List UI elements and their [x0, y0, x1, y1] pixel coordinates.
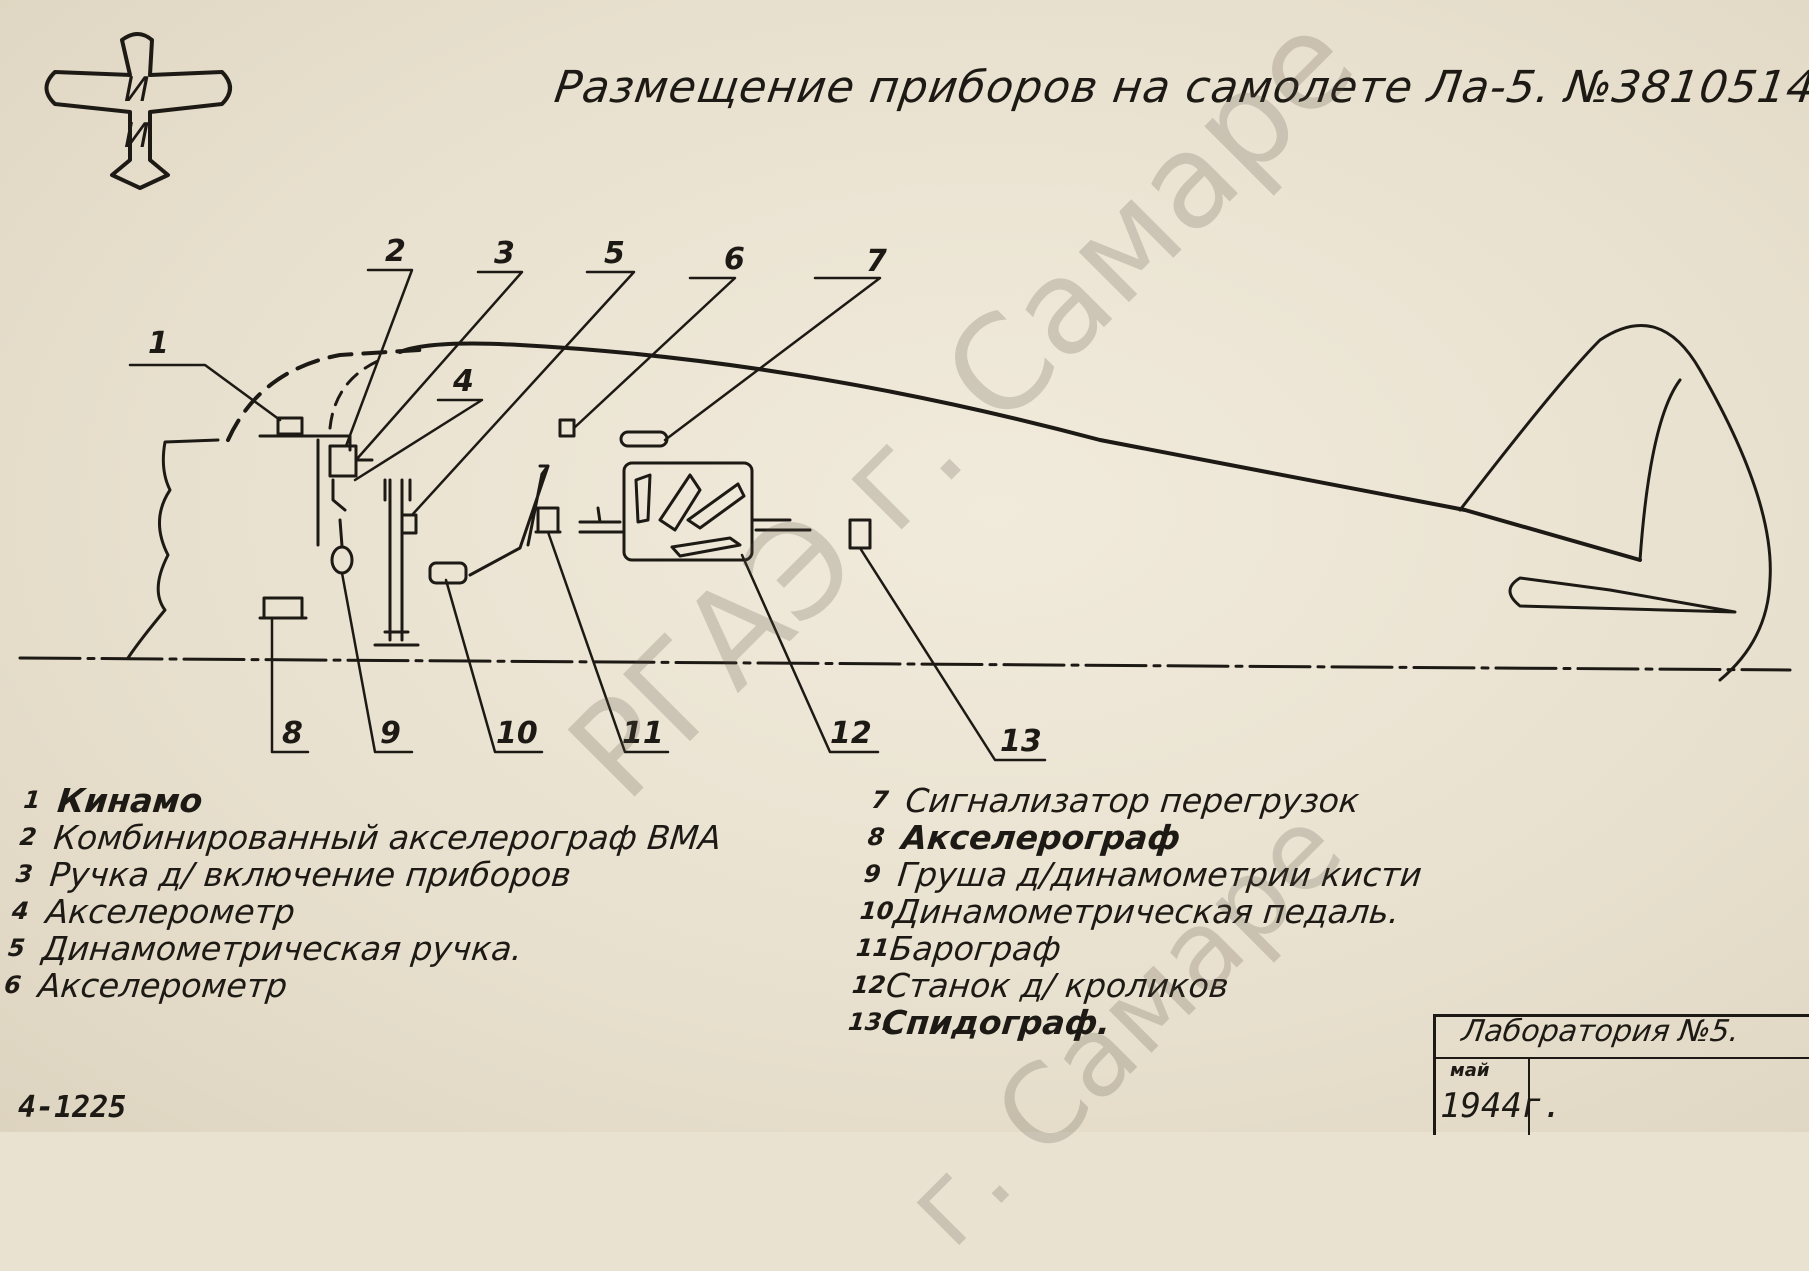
callout-10: 10	[496, 716, 538, 751]
pear-instrument	[330, 545, 354, 575]
tail-stabilizer	[1508, 576, 1737, 614]
archive-number: 4-1225	[18, 1090, 127, 1125]
callout-13: 13	[1000, 724, 1042, 759]
callout-2: 2	[385, 234, 406, 269]
control-stick	[373, 478, 420, 647]
accelerometer-6	[558, 418, 576, 438]
callout-9: 9	[380, 716, 401, 751]
stamp-year: 1944г.	[1440, 1086, 1563, 1126]
emblem-icon	[44, 32, 232, 190]
rabbit-stand	[578, 461, 812, 562]
callout-1: 1	[148, 326, 169, 361]
barograph	[534, 506, 562, 534]
emblem-letter-bottom: И	[124, 116, 150, 156]
baseline	[18, 656, 1792, 672]
fuselage-top-line	[398, 341, 1642, 562]
leader-lines	[128, 268, 1047, 762]
callout-11: 11	[622, 716, 664, 751]
kinamo-instrument	[276, 416, 304, 436]
callout-6: 6	[724, 242, 745, 277]
aircraft-diagram	[18, 32, 1792, 762]
dynamometric-pedal	[428, 464, 550, 585]
callout-8: 8	[282, 716, 303, 751]
callout-12: 12	[830, 716, 872, 751]
drawing-sheet	[0, 0, 1809, 1132]
callout-7: 7	[866, 244, 887, 279]
emblem-letter-top: И	[124, 70, 150, 110]
title-block	[1433, 1014, 1809, 1135]
laboratory-title: Лаборатория №5.	[1459, 1014, 1742, 1049]
callout-4: 4	[453, 364, 474, 399]
overload-signal	[619, 430, 669, 448]
accelerograph-vma	[328, 444, 358, 478]
cockpit-wall	[126, 438, 220, 660]
callout-3: 3	[494, 236, 515, 271]
tail-fin	[1458, 324, 1772, 682]
stamp-month: май	[1450, 1060, 1490, 1081]
callout-5: 5	[604, 236, 625, 271]
canopy-dashed	[226, 348, 422, 442]
accelerograph-8	[258, 596, 308, 620]
